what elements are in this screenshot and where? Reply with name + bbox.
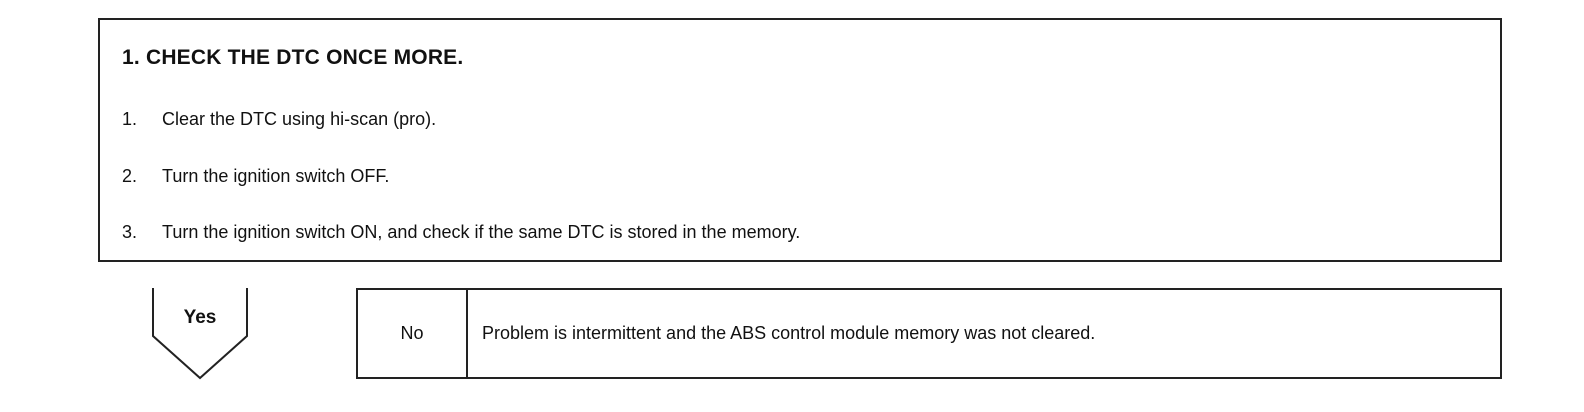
step-text: Turn the ignition switch ON, and check i… bbox=[162, 222, 801, 242]
no-divider bbox=[466, 290, 468, 377]
step-number: 3. bbox=[122, 222, 138, 242]
step-text: Turn the ignition switch OFF. bbox=[162, 166, 390, 186]
no-label: No bbox=[400, 323, 424, 343]
step-item: 1. Clear the DTC using hi-scan (pro). bbox=[122, 109, 436, 130]
step-item: 3. Turn the ignition switch ON, and check… bbox=[122, 222, 800, 243]
no-result-text: Problem is intermittent and the ABS cont… bbox=[482, 323, 1096, 343]
yes-label: Yes bbox=[183, 307, 217, 328]
step-number: 1. bbox=[122, 109, 138, 129]
no-result-box: No Problem is intermittent and the ABS c… bbox=[356, 288, 1502, 379]
step-number: 2. bbox=[122, 166, 138, 186]
step-item: 2. Turn the ignition switch OFF. bbox=[122, 166, 389, 187]
check-title: 1. CHECK THE DTC ONCE MORE. bbox=[122, 46, 464, 69]
step-text: Clear the DTC using hi-scan (pro). bbox=[162, 109, 437, 129]
yes-arrow-shape bbox=[152, 288, 248, 380]
check-step-box: 1. CHECK THE DTC ONCE MORE. 1. Clear the … bbox=[98, 18, 1502, 262]
